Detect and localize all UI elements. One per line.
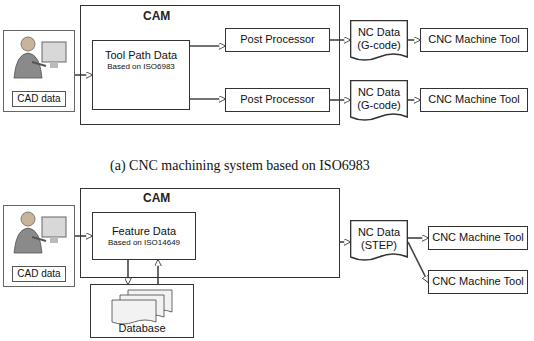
node-label: (G-code) <box>357 99 400 112</box>
node-label: NC Data <box>358 26 400 39</box>
process-box: Post Processor <box>225 88 330 112</box>
person-at-computer-icon <box>14 37 66 78</box>
flow-arrow <box>340 241 350 243</box>
document-outline <box>351 220 408 260</box>
flow-arrow <box>408 237 428 239</box>
flow-arrow <box>190 98 225 100</box>
node-label: CNC Machine Tool <box>428 93 520 106</box>
subfigure-caption: (a) CNC machining system based on ISO698… <box>110 158 370 174</box>
node-label: NC Data <box>358 86 400 99</box>
document-shape: NC Data(G-code) <box>350 20 408 64</box>
flow-arrow <box>330 39 350 41</box>
cad-station: CAD data <box>3 30 75 112</box>
process-box: CNC Machine Tool <box>428 226 528 250</box>
node-label: Database <box>118 322 165 335</box>
flow-arrow <box>127 260 129 284</box>
node-label: (STEP) <box>361 239 397 252</box>
person-at-computer-icon <box>14 212 66 253</box>
flow-arrow <box>408 39 420 41</box>
node-label: CNC Machine Tool <box>428 33 520 46</box>
node-label: (G-code) <box>357 39 400 52</box>
cam-region: CAMTool Path DataBased on ISO6983Post Pr… <box>80 5 340 125</box>
node-label: Feature Data <box>112 225 176 238</box>
flow-arrow <box>408 242 428 282</box>
node-label: CNC Machine Tool <box>432 275 524 288</box>
document-outline <box>351 20 408 60</box>
node-label: CAD data <box>12 266 65 282</box>
cad-station: CAD data <box>3 205 75 287</box>
flow-arrow <box>157 260 159 284</box>
cam-region: CAMFeature DataBased on ISO14649 <box>80 188 340 278</box>
region-title: CAM <box>143 191 401 205</box>
standard-note: Based on ISO6983 <box>107 62 175 72</box>
flow-arrow <box>408 99 420 101</box>
node-label: Post Processor <box>240 33 315 46</box>
document-shape: NC Data(G-code) <box>350 80 408 124</box>
flow-arrow <box>330 99 350 101</box>
process-box: CNC Machine Tool <box>420 28 528 52</box>
node-label: CNC Machine Tool <box>432 231 524 244</box>
document-stack-icon <box>112 290 172 324</box>
node-label: CAD data <box>12 91 65 107</box>
process-box: Post Processor <box>225 28 330 52</box>
process-box: Tool Path DataBased on ISO6983 <box>92 40 190 110</box>
process-box: CNC Machine Tool <box>420 88 528 112</box>
process-box: CNC Machine Tool <box>428 270 528 294</box>
flow-arrow <box>75 74 92 76</box>
process-box: Feature DataBased on ISO14649 <box>92 212 196 260</box>
node-label: Tool Path Data <box>105 49 177 62</box>
standard-note: Based on ISO14649 <box>108 238 180 248</box>
document-outline <box>351 80 408 120</box>
node-label: Post Processor <box>240 93 315 106</box>
node-label: NC Data <box>358 226 400 239</box>
document-shape: NC Data(STEP) <box>350 220 408 264</box>
flow-arrow <box>190 45 225 47</box>
database-box: Database <box>90 284 194 338</box>
flow-arrow <box>75 235 92 237</box>
